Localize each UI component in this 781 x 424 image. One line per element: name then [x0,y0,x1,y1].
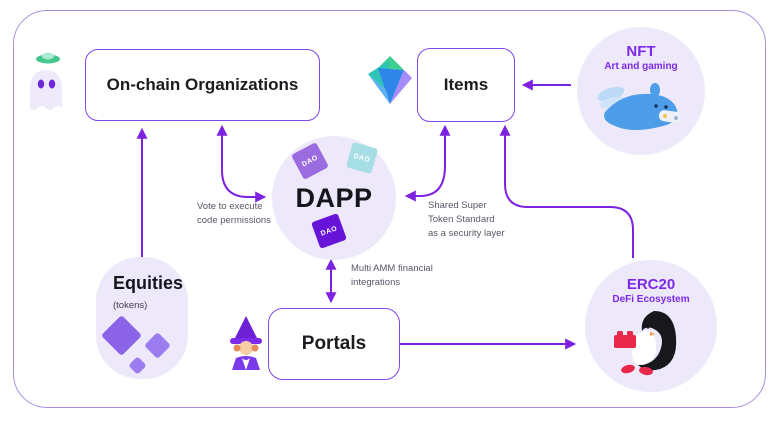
nft-title: NFT [626,43,656,60]
nft-subtitle: Art and gaming [604,61,678,72]
erc20-title: ERC20 [626,276,676,293]
gem-icon [368,56,412,104]
ghost-with-ufo-icon [30,52,62,110]
penguin-lego-icon [614,311,677,376]
node-portals: Portals [268,308,400,380]
erc20-subtitle: DeFi Ecosystem [612,294,690,305]
node-nft: NFT Art and gaming [577,27,705,155]
whale-gamer-icon [597,83,681,130]
equities-title: Equities [113,273,184,293]
equities-subtitle: (tokens) [113,300,148,311]
node-items: Items [417,48,515,122]
edge-label-shared-super-token: Shared Super Token Standard as a securit… [428,200,505,239]
dapp-label: DAPP [295,182,373,213]
wizard-icon [230,316,262,370]
edge-label-vote: Vote to execute code permissions [197,201,271,226]
items-label: Items [443,75,489,94]
portals-label: Portals [301,333,367,354]
node-erc20: ERC20 DeFi Ecosystem [585,260,717,392]
node-on-chain-organizations: On-chain Organizations [85,49,320,121]
on-chain-organizations-label: On-chain Organizations [106,75,299,94]
edge-label-multi-amm: Multi AMM financial integrations [351,263,433,288]
node-equities: Equities (tokens) [96,257,188,379]
